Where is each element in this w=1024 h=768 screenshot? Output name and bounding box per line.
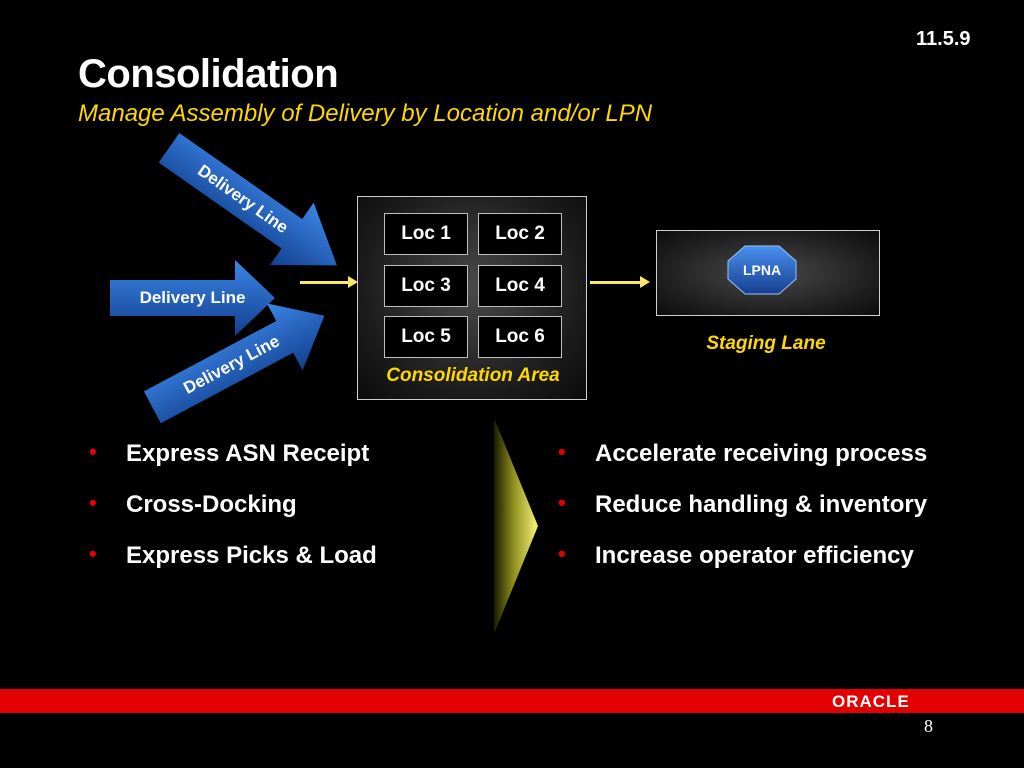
- arrow-shape-icon: [110, 260, 275, 336]
- location-loc-5: Loc 5: [384, 316, 468, 358]
- lpn-octagon: LPNA: [727, 245, 797, 295]
- delivery-line-label: Delivery Line: [139, 288, 246, 307]
- bullet-icon: •: [89, 490, 97, 515]
- arrow-shape-icon: [158, 133, 337, 266]
- page-number: 8: [924, 716, 933, 736]
- location-loc-4: Loc 4: [478, 265, 562, 307]
- benefit-text: Accelerate receiving process: [595, 440, 928, 467]
- chevron-arrow-icon: [494, 418, 538, 634]
- delivery-line-arrow-bottom: Delivery Line: [134, 273, 357, 442]
- delivery-line-arrow-middle: Delivery Line: [110, 258, 320, 338]
- footer-bar: [0, 689, 1024, 713]
- feature-text: Express Picks & Load: [126, 542, 377, 569]
- delivery-line-arrow-top: Delivery Line: [146, 115, 364, 301]
- benefit-text: Increase operator efficiency: [595, 542, 914, 569]
- staging-lane: LPNA: [656, 230, 880, 316]
- slide-title: Consolidation: [78, 52, 339, 96]
- list-item: • Cross-Docking: [89, 490, 377, 542]
- benefit-list: • Accelerate receiving process • Reduce ha…: [558, 439, 928, 593]
- benefit-text: Reduce handling & inventory: [595, 491, 928, 518]
- feature-list: • Express ASN Receipt • Cross-Docking • Exp…: [89, 439, 377, 593]
- bullet-icon: •: [558, 439, 566, 464]
- octagon-icon: [727, 245, 797, 295]
- consolidation-area-label: Consolidation Area: [386, 365, 560, 386]
- bullet-icon: •: [89, 439, 97, 464]
- inbound-connector-arrow: [300, 276, 358, 288]
- list-item: • Express Picks & Load: [89, 541, 377, 593]
- lpn-label: LPNA: [742, 262, 782, 278]
- list-item: • Increase operator efficiency: [558, 541, 927, 593]
- oracle-logo: ORACLE: [832, 692, 910, 711]
- list-item: • Accelerate receiving process: [558, 439, 928, 491]
- slide-subtitle: Manage Assembly of Delivery by Location …: [78, 100, 653, 127]
- location-loc-6: Loc 6: [478, 316, 562, 358]
- version-label: 11.5.9: [916, 28, 971, 50]
- consolidation-area: Loc 1 Loc 2 Loc 3 Loc 4 Loc 5 Loc 6 Cons…: [357, 196, 587, 400]
- staging-lane-label: Staging Lane: [706, 333, 826, 354]
- list-item: • Express ASN Receipt: [89, 439, 377, 491]
- feature-text: Express ASN Receipt: [126, 440, 370, 467]
- location-loc-2: Loc 2: [478, 213, 562, 255]
- feature-text: Cross-Docking: [126, 491, 297, 518]
- bullet-icon: •: [89, 541, 97, 566]
- list-item: • Reduce handling & inventory: [558, 490, 928, 542]
- bullet-icon: •: [558, 541, 566, 566]
- bullet-icon: •: [558, 490, 566, 515]
- outbound-connector-arrow: [590, 276, 650, 288]
- arrow-shape-icon: [143, 303, 325, 424]
- location-loc-3: Loc 3: [384, 265, 468, 307]
- location-loc-1: Loc 1: [384, 213, 468, 255]
